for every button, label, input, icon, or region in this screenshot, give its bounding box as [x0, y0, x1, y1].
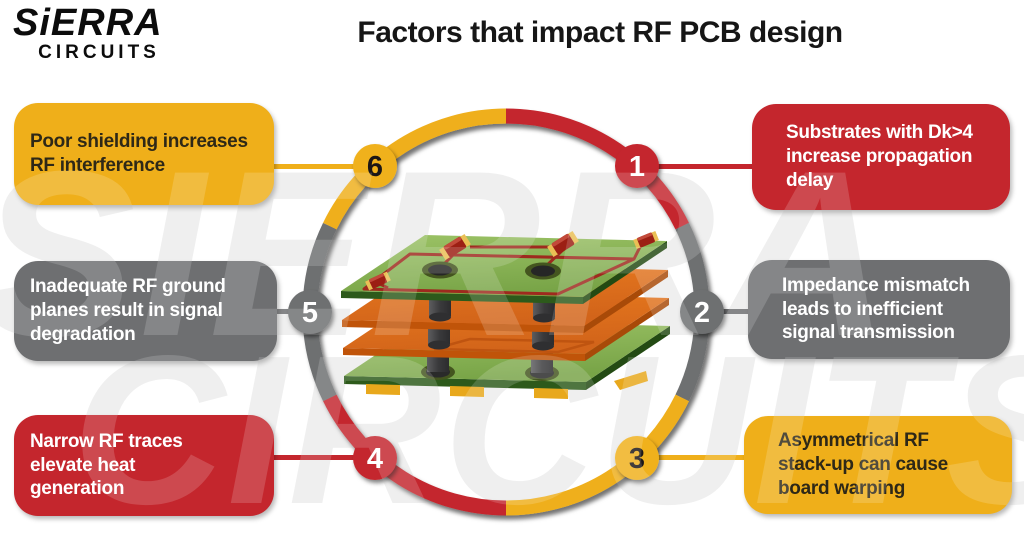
factor-box-3-asymmetrical: Asymmetrical RF stack-up can cause board… [744, 416, 1012, 514]
badge-6-number: 6 [367, 151, 383, 183]
logo-wordmark: SiERRA [13, 2, 163, 44]
ring-segment-3-yellow [505, 394, 689, 516]
factor-3-text: Asymmetrical RF stack-up can cause board… [778, 430, 948, 499]
badge-4: 4 [353, 436, 397, 480]
via-hole-dark [428, 264, 452, 276]
factor-box-1-substrates: Substrates with Dk>4 increase propagatio… [752, 104, 1010, 210]
badge-2-number: 2 [694, 297, 710, 329]
factor-box-5-ground-planes: Inadequate RF ground planes result in si… [14, 261, 277, 361]
pcb-layer-signal-green [341, 230, 667, 304]
connector-line-6 [265, 164, 377, 169]
ring-segment-4-red [323, 394, 507, 516]
smd-component-icon [439, 233, 471, 261]
badge-3: 3 [615, 436, 659, 480]
logo-subtitle: CIRCUITS [38, 42, 160, 63]
badge-6: 6 [353, 144, 397, 188]
smd-component-icon [547, 230, 579, 258]
smd-component-icon [365, 271, 391, 291]
badge-1-number: 1 [629, 151, 645, 183]
connector-line-3 [637, 455, 749, 460]
page-title: Factors that impact RF PCB design [357, 16, 843, 49]
factor-number-badges: 1 2 3 4 5 6 [288, 144, 724, 480]
badge-4-number: 4 [367, 443, 383, 475]
factor-box-6-poor-shielding: Poor shielding increases RF interference [14, 103, 274, 205]
connector-line-2 [700, 309, 752, 314]
badge-2: 2 [680, 290, 724, 334]
badge-3-number: 3 [629, 443, 645, 475]
factor-5-text: Inadequate RF ground planes result in si… [30, 276, 226, 345]
connector-line-1 [637, 164, 757, 169]
ring-segment-1-red [505, 108, 689, 230]
via-hole-dark [531, 265, 555, 277]
badge-5: 5 [288, 290, 332, 334]
factor-box-2-impedance: Impedance mismatch leads to inefficient … [748, 260, 1010, 359]
factor-2-text: Impedance mismatch leads to inefficient … [782, 274, 970, 344]
smd-component-icon [633, 231, 659, 249]
pcb-stackup-icon [341, 230, 670, 399]
connector-line-4 [265, 455, 377, 460]
factor-box-4-narrow-traces: Narrow RF traces elevate heat generation [14, 415, 274, 516]
factor-4-text: Narrow RF traces elevate heat generation [30, 430, 183, 500]
ring-segment-6-yellow [323, 108, 507, 230]
pcb-solder-pads [366, 371, 648, 399]
sierra-circuits-logo: SiERRA CIRCUITS [13, 4, 185, 64]
factor-1-text: Substrates with Dk>4 increase propagatio… [786, 122, 973, 191]
badge-1: 1 [615, 144, 659, 188]
factor-6-text: Poor shielding increases RF interference [30, 131, 248, 176]
badge-5-number: 5 [302, 297, 318, 329]
